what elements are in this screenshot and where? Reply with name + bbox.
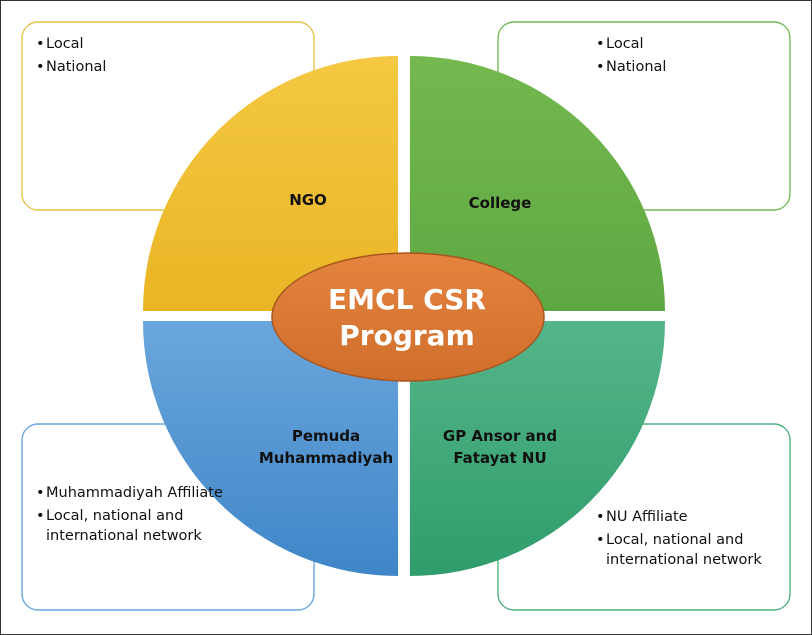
note-item: Local, national and international networ…: [36, 506, 236, 546]
note-item: NU Affiliate: [596, 507, 786, 527]
label-pemuda-line2: Muhammadiyah: [258, 449, 394, 467]
label-college: College: [440, 192, 560, 214]
label-gp-ansor-line1: GP Ansor and: [442, 427, 558, 445]
notes-gp-ansor: NU AffiliateLocal, national and internat…: [596, 507, 786, 573]
quadrant-gp-ansor-fatayat-nu: [410, 321, 665, 576]
notes-ngo: LocalNational: [36, 34, 306, 80]
label-ngo-line1: NGO: [289, 191, 327, 209]
note-item: Local, national and international networ…: [596, 530, 786, 570]
quadrant-pemuda-muhammadiyah: [143, 321, 398, 576]
note-item: Local: [596, 34, 786, 54]
label-pemuda: Pemuda Muhammadiyah: [246, 425, 406, 469]
center-ellipse: [271, 252, 545, 382]
label-gp-ansor: GP Ansor and Fatayat NU: [420, 425, 580, 469]
label-college-line1: College: [468, 194, 532, 212]
notes-pemuda: Muhammadiyah AffiliateLocal, national an…: [36, 483, 236, 549]
quadrant-college: [410, 56, 665, 311]
label-pemuda-line1: Pemuda: [291, 427, 361, 445]
note-item: National: [36, 57, 306, 77]
note-item: Local: [36, 34, 306, 54]
notes-college: LocalNational: [596, 34, 786, 80]
center-title-line2: Program: [339, 319, 475, 352]
label-ngo: NGO: [248, 189, 368, 211]
note-item: National: [596, 57, 786, 77]
center-title-line1: EMCL CSR: [328, 283, 486, 316]
label-gp-ansor-line2: Fatayat NU: [453, 449, 547, 467]
quadrant-ngo: [143, 56, 398, 311]
note-item: Muhammadiyah Affiliate: [36, 483, 236, 503]
center-title: EMCL CSR Program: [272, 282, 542, 354]
